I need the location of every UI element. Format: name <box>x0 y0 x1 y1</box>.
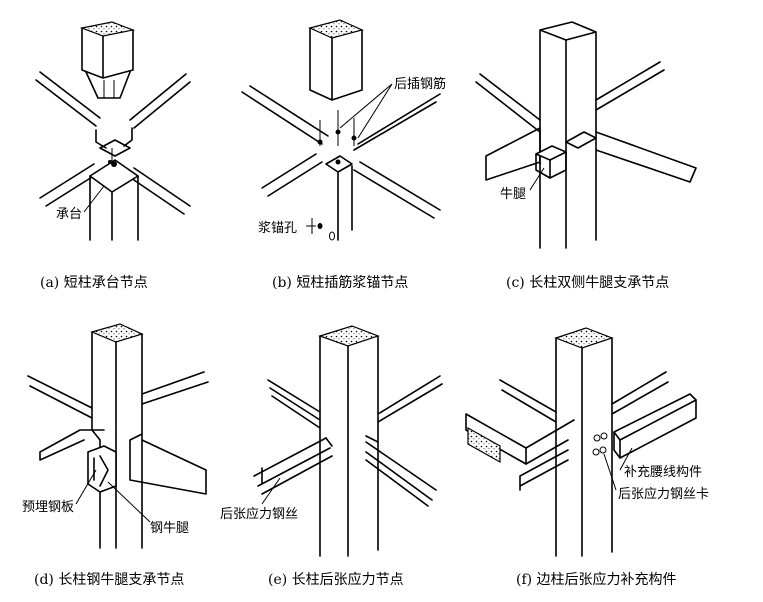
beams <box>253 375 443 507</box>
panel-d-long-column-steel-corbel-joint: 预埋钢板 钢牛腿 (d) 长柱钢牛腿支承节点 <box>22 323 209 588</box>
panel-b-short-column-grouted-dowel-joint: 后插钢筋 浆锚孔 (b) 短柱插筋浆锚节点 <box>241 19 446 291</box>
label-supplementary-member: 补充腰线构件 <box>624 464 702 480</box>
leader-post-tension-wire <box>261 477 281 505</box>
label-corbel: 牛腿 <box>500 187 526 202</box>
caption-panel-d: (d) 长柱钢牛腿支承节点 <box>34 572 184 588</box>
upper-short-column <box>308 19 364 101</box>
leader-pile-cap <box>83 185 105 213</box>
long-column <box>90 323 144 549</box>
grout-hole-mark <box>317 223 323 229</box>
panel-c-long-column-double-corbel-joint: 牛腿 (c) 长柱双侧牛腿支承节点 <box>475 21 697 291</box>
wire-clamps <box>592 432 608 456</box>
caption-panel-f: (f) 边柱后张应力补充构件 <box>516 571 677 588</box>
leader-embedded-plate <box>75 469 97 505</box>
caption-panel-b: (b) 短柱插筋浆锚节点 <box>272 274 408 291</box>
leader-steel-corbel <box>107 481 151 523</box>
label-wire-clamp: 后张应力钢丝卡 <box>618 486 709 502</box>
caption-panel-e: (e) 长柱后张应力节点 <box>268 571 404 588</box>
leader-supplementary-member <box>619 447 633 471</box>
leader-dowel-bars <box>339 83 393 139</box>
beams <box>475 61 697 183</box>
beams <box>35 71 191 215</box>
supplementary-member <box>613 393 697 459</box>
corbel <box>535 131 597 179</box>
long-column <box>318 325 380 557</box>
panel-e-long-column-post-tension-joint: 后张应力钢丝 (e) 长柱后张应力节点 <box>220 325 443 588</box>
label-embedded-plate: 预埋钢板 <box>22 500 74 515</box>
beams <box>27 371 209 495</box>
panel-a-short-column-pile-cap-joint: 承台 (a) 短柱承台节点 <box>35 21 191 291</box>
label-grout-hole: 浆锚孔 <box>258 221 297 236</box>
caption-panel-c: (c) 长柱双侧牛腿支承节点 <box>506 275 669 291</box>
panel-f-edge-column-post-tension-member: 补充腰线构件 后张应力钢丝卡 (f) 边柱后张应力补充构件 <box>465 327 709 588</box>
joint-top <box>317 110 357 241</box>
leader-corbel <box>529 167 545 191</box>
label-post-tension-wire: 后张应力钢丝 <box>220 506 298 522</box>
long-column <box>539 21 597 249</box>
label-pile-cap: 承台 <box>56 207 82 222</box>
label-steel-corbel: 钢牛腿 <box>150 521 189 536</box>
upper-short-column <box>79 21 136 99</box>
leader-grout-hole <box>306 218 316 234</box>
label-dowel-bars: 后插钢筋 <box>394 76 446 92</box>
beams <box>465 371 669 491</box>
caption-panel-a: (a) 短柱承台节点 <box>40 275 148 291</box>
beams <box>241 85 441 219</box>
pile-cap <box>89 127 139 241</box>
leader-wire-clamp <box>603 453 617 491</box>
grout-hole-opening <box>329 231 335 241</box>
